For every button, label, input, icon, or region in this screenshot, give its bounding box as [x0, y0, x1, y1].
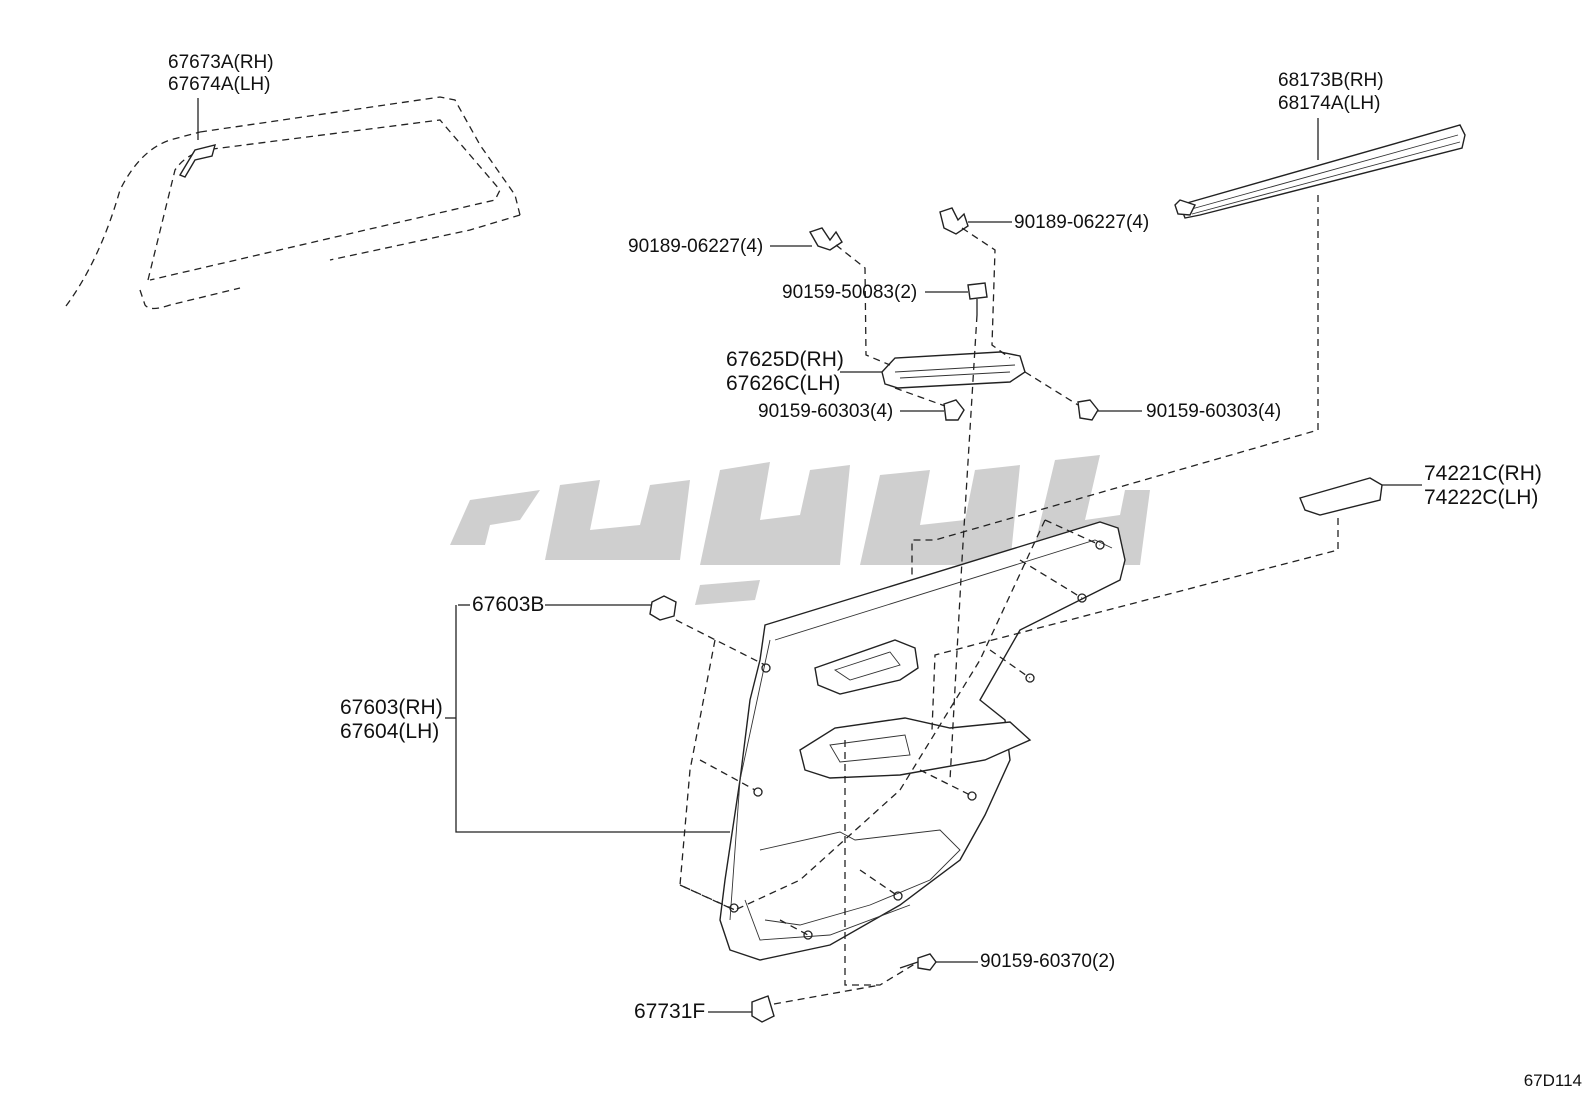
label-bolt-60370: 90159-60370(2)	[980, 951, 1116, 972]
bolt-60303-right-shape	[1077, 399, 1099, 421]
label-bolt-60303-left: 90159-60303(4)	[758, 401, 894, 422]
label-clip-left: 90189-06227(4)	[628, 236, 764, 257]
label-68174A: 68174A(LH)	[1278, 93, 1381, 114]
label-bolt-60303-right: 90159-60303(4)	[1146, 401, 1282, 422]
label-67625D: 67625D(RH)	[726, 348, 844, 371]
label-67604: 67604(LH)	[340, 720, 440, 743]
label-67673A: 67673A(RH)	[168, 52, 274, 73]
label-67603B: 67603B	[472, 593, 545, 616]
leader-lines	[197, 98, 1422, 1013]
clip-67603B-shape	[649, 595, 677, 621]
label-bolt-50083: 90159-50083(2)	[782, 282, 918, 303]
label-74221C: 74221C(RH)	[1424, 462, 1542, 485]
fastener-clip-right	[939, 207, 969, 235]
clip-67731F-shape	[751, 995, 775, 1023]
armrest-pad-illustration	[1299, 477, 1383, 516]
label-67731F: 67731F	[634, 1000, 706, 1023]
belt-molding-illustration	[1174, 124, 1466, 219]
assembly-dashed-lines	[675, 195, 1339, 1005]
fastener-clip-left	[808, 227, 843, 251]
bolt-60370-shape	[899, 953, 937, 971]
label-clip-right: 90189-06227(4)	[1014, 212, 1150, 233]
label-67603: 67603(RH)	[340, 696, 443, 719]
figure-reference-code: 67D114	[1523, 1071, 1582, 1090]
bolt-60303-left-shape	[943, 399, 965, 421]
label-67626C: 67626C(LH)	[726, 372, 841, 395]
label-74222C: 74222C(LH)	[1424, 486, 1539, 509]
label-67674A: 67674A(LH)	[168, 74, 271, 95]
door-trim-panel-illustration	[719, 521, 1126, 961]
label-68173B: 68173B(RH)	[1278, 70, 1384, 91]
window-frame-illustration	[65, 96, 521, 310]
bolt-50083-shape	[967, 282, 988, 315]
armrest-bracket-illustration	[881, 351, 1026, 389]
